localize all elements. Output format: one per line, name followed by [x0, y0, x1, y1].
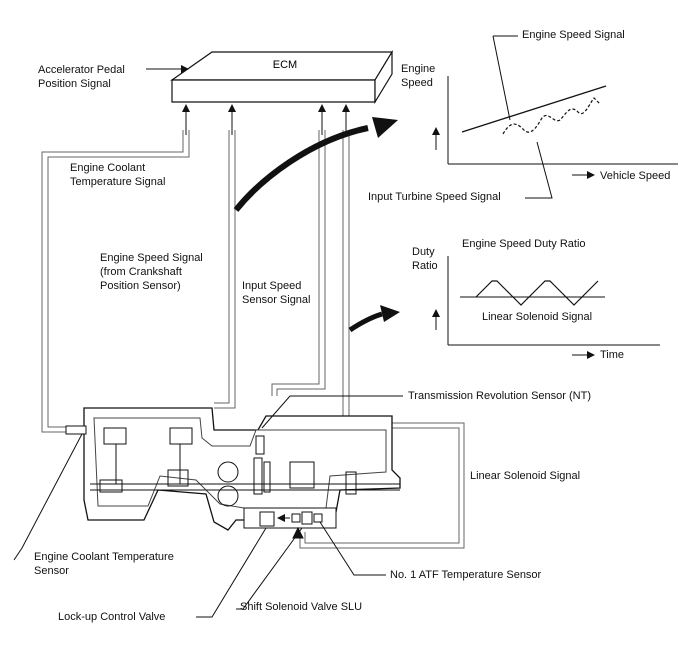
engine-speed-signal-label: Engine Speed Signal	[522, 29, 625, 41]
input-turbine-speed-signal-label: Input Turbine Speed Signal	[368, 191, 501, 203]
top-graph-x-label: Vehicle Speed	[600, 170, 671, 182]
no1-atf-temp-sensor-label: No. 1 ATF Temperature Sensor	[390, 569, 542, 581]
nt-sensor	[255, 435, 265, 455]
bottom-graph-x-label: Time	[600, 349, 625, 361]
bottom-graph-title: Engine Speed Duty Ratio	[462, 238, 586, 250]
shift-solenoid-valve-label: Shift Solenoid Valve SLU	[240, 601, 363, 613]
engine-speed-line	[461, 85, 607, 133]
transmission-revolution-sensor-label: Transmission Revolution Sensor (NT)	[408, 390, 591, 402]
signal-wires	[41, 130, 465, 549]
linear-solenoid-signal-label: Linear Solenoid Signal	[470, 470, 581, 482]
graph-bottom	[432, 256, 660, 359]
ecm-label: ECM	[273, 59, 297, 71]
engine-transmission-body	[83, 407, 401, 531]
lockup-control-valve-label: Lock-up Control Valve	[58, 611, 166, 623]
linear-solenoid-waveform-label: Linear Solenoid Signal	[482, 311, 593, 323]
engine-coolant-sensor	[65, 425, 87, 435]
duty-ratio-wave	[475, 280, 599, 306]
valve-body	[243, 507, 337, 539]
leader-lines	[13, 395, 403, 618]
curve-arrow-top	[233, 125, 369, 212]
graph-top	[432, 35, 678, 199]
engine-internals	[90, 427, 400, 507]
curve-arrow-bottom	[348, 311, 383, 333]
ecm-box	[170, 49, 394, 105]
